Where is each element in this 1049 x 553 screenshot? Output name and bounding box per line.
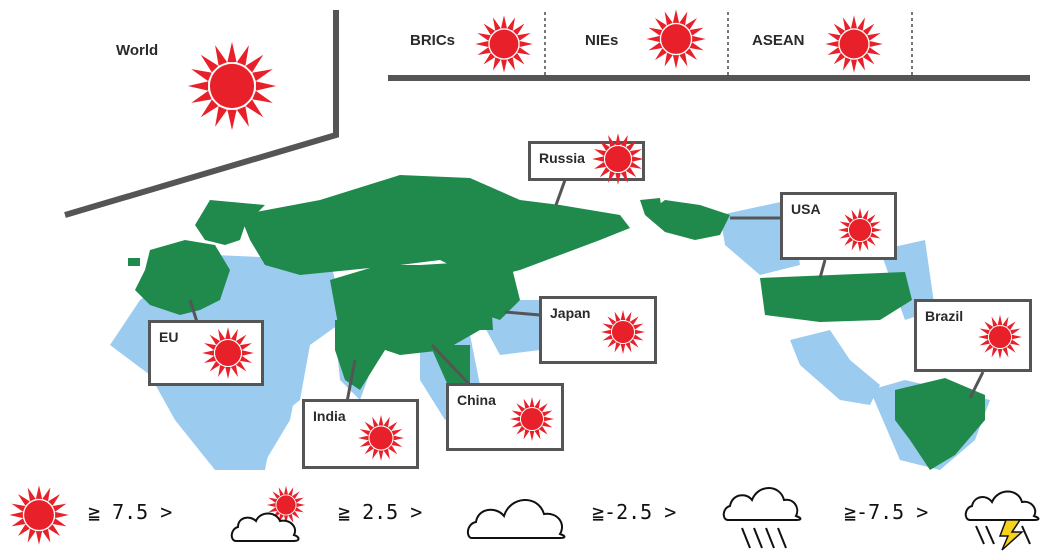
sun-icon — [509, 396, 555, 442]
region-label-china: China — [457, 392, 496, 408]
sun-icon — [8, 484, 70, 546]
group-label-brics: BRICs — [410, 32, 456, 49]
legend-text-3: ≧-2.5 > — [592, 500, 677, 524]
thunderstorm-icon — [964, 490, 1040, 551]
land-shapes — [128, 175, 985, 470]
legend-text-2: ≧ 2.5 > — [338, 500, 423, 524]
sun-icon — [474, 14, 534, 74]
callout-russia: Russia — [528, 141, 645, 181]
group-label-nies: NIEs — [585, 32, 619, 49]
group-dividers — [544, 12, 913, 75]
callout-japan: Japan — [539, 296, 657, 364]
legend-text-1: ≧ 7.5 > — [88, 500, 173, 524]
callout-brazil: Brazil — [914, 299, 1032, 372]
sun-icon — [837, 207, 883, 253]
legend-text-4: ≧-7.5 > — [844, 500, 929, 524]
sun-icon — [186, 40, 278, 132]
sun-icon — [645, 8, 707, 70]
sun-icon — [591, 132, 645, 186]
region-label-eu: EU — [159, 329, 179, 345]
callout-usa: USA — [780, 192, 897, 260]
region-label-india: India — [313, 408, 346, 424]
callout-eu: EU — [148, 320, 264, 386]
callout-india: India — [302, 399, 419, 469]
cloud-icon — [466, 499, 566, 539]
sun-behind-cloud-icon — [230, 483, 312, 542]
sun-icon — [600, 309, 646, 355]
rain-cloud-icon — [722, 487, 802, 549]
region-label-usa: USA — [791, 201, 821, 217]
callout-pointers — [188, 179, 985, 403]
frame-lines — [64, 10, 1030, 218]
region-label-brazil: Brazil — [925, 308, 964, 324]
region-label-japan: Japan — [550, 305, 591, 321]
sun-icon — [201, 326, 255, 380]
group-label-asean: ASEAN — [752, 32, 805, 49]
sun-icon — [357, 414, 405, 462]
group-label-world: World — [116, 42, 159, 59]
region-label-russia: Russia — [539, 150, 585, 166]
sun-icon — [824, 14, 884, 74]
sun-icon — [977, 314, 1023, 360]
callout-china: China — [446, 383, 564, 451]
